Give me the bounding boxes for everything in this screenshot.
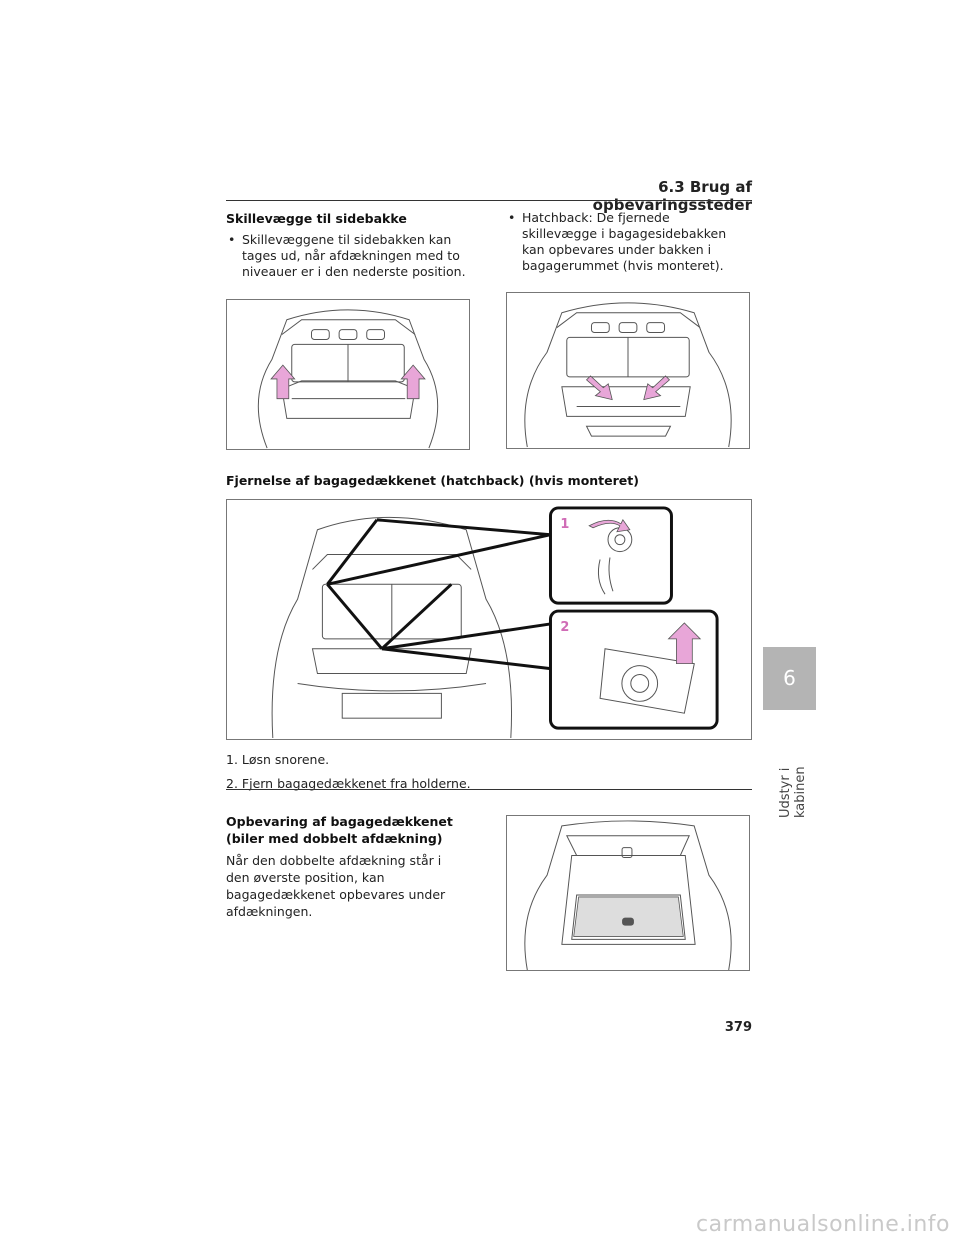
- watermark: carmanualsonline.info: [696, 1212, 950, 1237]
- page-header-title: 6.3 Brug af opbevaringssteder: [592, 178, 752, 214]
- section-title-line: Opbevaring af bagagedækkenet: [226, 814, 453, 829]
- figure-remove-cargo-cover: 1 2: [226, 499, 752, 740]
- bullet-remove-dividers: • Skillevæggene til sidebakken kan tages…: [228, 232, 468, 280]
- trunk-illustration: [257, 309, 439, 449]
- page-number: 379: [724, 1020, 752, 1035]
- section-title-side-tray-dividers: Skillevægge til sidebakke: [226, 211, 407, 226]
- figure-store-dividers-under-tray: [506, 292, 750, 449]
- figure-remove-side-dividers: [226, 299, 470, 450]
- section-title-store-cargo-cover: Opbevaring af bagagedækkenet (biler med …: [226, 813, 453, 847]
- chapter-label: Udstyr i kabinen: [778, 766, 808, 818]
- detail-callout-1-frame: [548, 506, 673, 605]
- figure-cargo-cover-stored: [506, 815, 750, 971]
- steps-divider: [226, 789, 752, 790]
- bullet-text: Hatchback: De fjernede skillevægge i bag…: [522, 210, 727, 273]
- bullet-dot: •: [508, 210, 516, 225]
- section-title-remove-cargo-cover: Fjernelse af bagagedækkenet (hatchback) …: [226, 473, 639, 488]
- steps-list: 1. Løsn snorene. 2. Fjern bagagedækkenet…: [226, 752, 752, 800]
- detail-callout-2-frame: [548, 609, 719, 730]
- cargo-cover-illustration: 1 2: [271, 506, 719, 739]
- bullet-text: Skillevæggene til sidebakken kan tages u…: [242, 232, 466, 279]
- chapter-tab[interactable]: 6: [763, 647, 816, 710]
- header-divider: [226, 200, 752, 201]
- step-item: 2. Fjern bagagedækkenet fra holderne.: [226, 776, 471, 791]
- paragraph-store-cargo-cover: Når den dobbelte afdækning står i den øv…: [226, 853, 446, 919]
- callout-label-2: 2: [560, 620, 569, 635]
- trunk-illustration: [524, 820, 732, 970]
- callout-label-1: 1: [560, 517, 569, 532]
- step-item: 1. Løsn snorene.: [226, 752, 330, 767]
- trunk-illustration: [524, 302, 732, 448]
- bullet-dot: •: [228, 232, 236, 247]
- bullet-hatchback-storage: • Hatchback: De fjernede skillevægge i b…: [508, 210, 748, 274]
- section-title-line: (biler med dobbelt afdækning): [226, 831, 443, 846]
